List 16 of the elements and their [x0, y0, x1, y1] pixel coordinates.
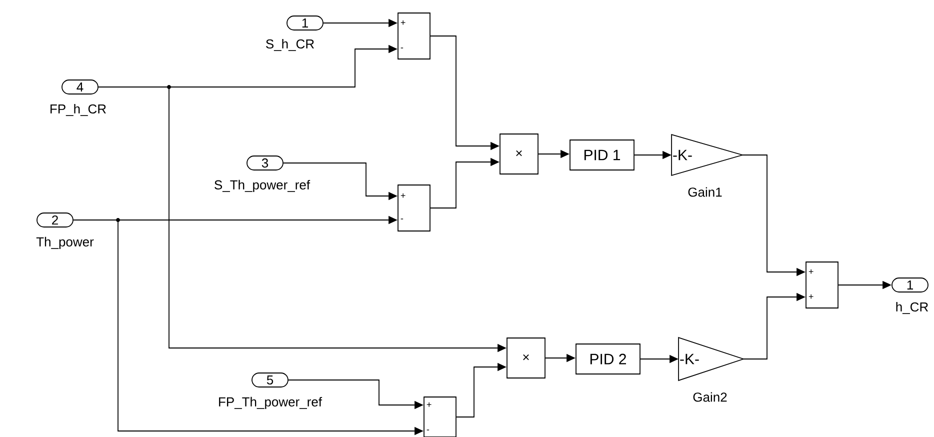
pid-block: PID 2: [576, 344, 640, 374]
block-label: Gain1: [688, 187, 722, 197]
block-label: h_CR: [896, 302, 928, 314]
block-label: S_Th_power_ref: [214, 180, 310, 192]
sum-block: + -: [398, 12, 430, 60]
pid-block: PID 1: [570, 140, 634, 170]
block-label: FP_Th_power_ref: [219, 396, 322, 410]
product-block: ×: [506, 338, 546, 378]
block-label: Th_power: [36, 236, 94, 250]
sum-block: + -: [424, 396, 456, 437]
block-label: S_h_CR: [266, 39, 314, 51]
sum-block: + +: [806, 262, 838, 308]
block-label: FP_h_CR: [50, 104, 106, 116]
block-label: Gain2: [693, 392, 727, 402]
sum-block: + -: [398, 184, 430, 232]
product-block: ×: [500, 134, 538, 174]
